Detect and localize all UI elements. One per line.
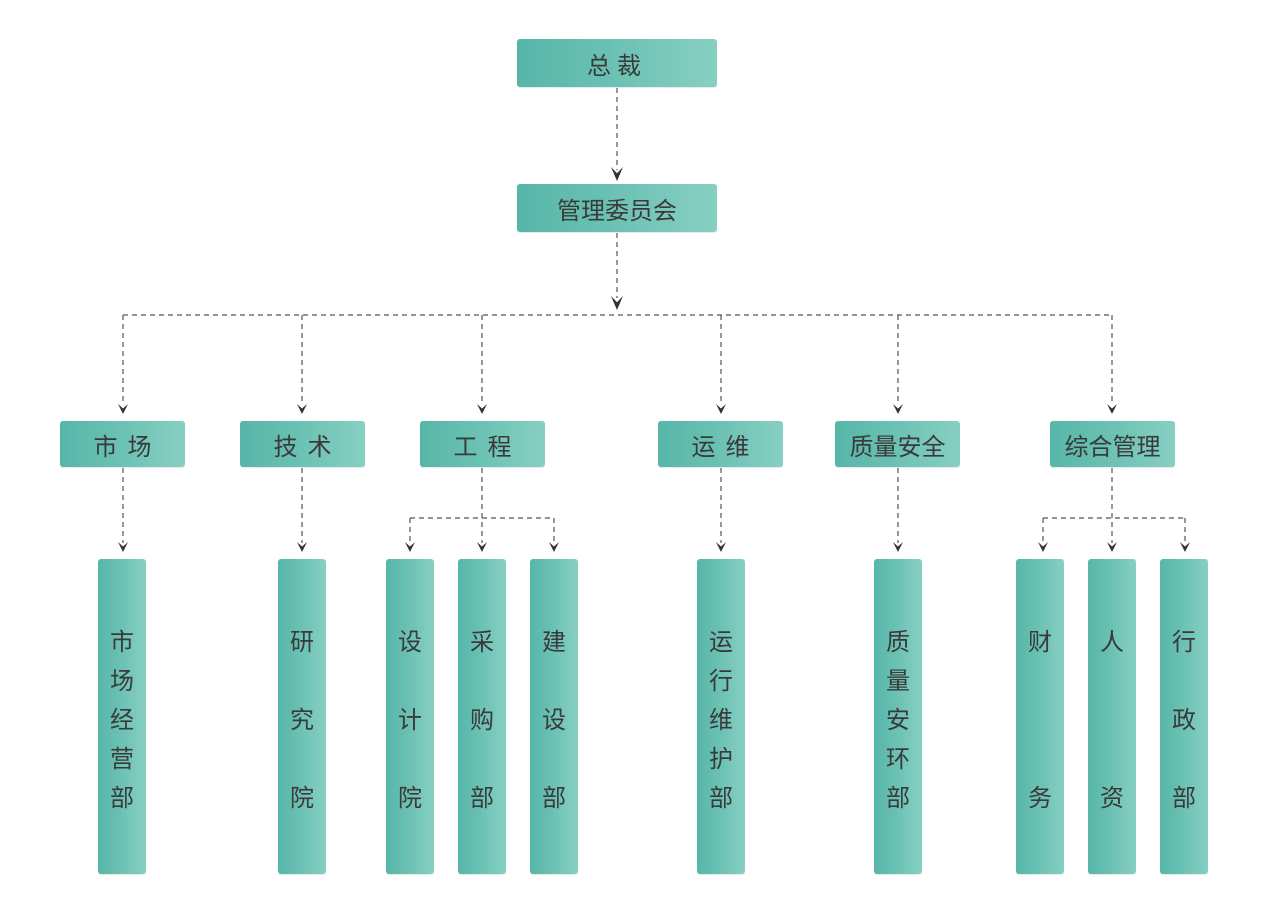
dept-label-char: 部: [110, 784, 134, 812]
dept-label-char: 质: [886, 628, 910, 656]
node-division-market[interactable]: 市场: [60, 421, 185, 467]
arrowhead-icon: [1038, 542, 1048, 552]
dept-label-char: 经: [110, 706, 134, 734]
arrowhead-icon: [477, 542, 487, 552]
dept-label-char: 部: [470, 784, 494, 812]
dept-label: 人资: [1100, 629, 1124, 811]
node-division-general-management[interactable]: 综合管理: [1050, 421, 1175, 467]
arrowhead-icon: [611, 296, 623, 310]
dept-label-char: 务: [1028, 784, 1052, 812]
dept-label-char: 人: [1100, 628, 1124, 656]
arrowhead-icon: [549, 542, 559, 552]
dept-label: 采购部: [470, 629, 494, 811]
dept-label-char: 设: [542, 706, 566, 734]
dept-label-char: 部: [886, 784, 910, 812]
division-label: 运维: [691, 432, 760, 461]
node-division-operations[interactable]: 运维: [658, 421, 783, 467]
dept-label-char: 部: [1172, 784, 1196, 812]
dept-label-char: 研: [290, 628, 314, 656]
dept-label-char: 院: [398, 784, 422, 812]
dept-label: 市场经营部: [110, 629, 134, 811]
dept-label-char: 院: [290, 784, 314, 812]
dept-label-char: 采: [470, 628, 494, 656]
dept-label-char: 部: [709, 784, 733, 812]
node-dept-construction[interactable]: 建设部: [530, 559, 578, 874]
division-label: 质量安全: [849, 432, 946, 461]
node-division-quality-safety[interactable]: 质量安全: [835, 421, 960, 467]
dept-label: 行政部: [1172, 629, 1196, 811]
arrowhead-icon: [611, 167, 623, 181]
node-dept-design-institute[interactable]: 设计院: [386, 559, 434, 874]
arrowhead-icon: [118, 542, 128, 552]
arrowhead-icon: [1180, 542, 1190, 552]
node-dept-market-operations[interactable]: 市场经营部: [98, 559, 146, 874]
dept-label-char: 设: [398, 628, 422, 656]
arrowhead-icon: [1107, 542, 1117, 552]
dept-label-char: 营: [110, 745, 134, 773]
dept-label-char: 运: [709, 628, 733, 656]
arrowhead-icon: [405, 542, 415, 552]
node-dept-research-institute[interactable]: 研究院: [278, 559, 326, 874]
dept-label-char: 部: [542, 784, 566, 812]
node-dept-human-resources[interactable]: 人资: [1088, 559, 1136, 874]
node-dept-operation-maintenance[interactable]: 运行维护部: [697, 559, 745, 874]
division-label: 市场: [93, 432, 162, 461]
node-dept-quality-safety-env[interactable]: 质量安环部: [874, 559, 922, 874]
dept-label-char: 资: [1100, 784, 1124, 812]
dept-label: 设计院: [398, 629, 422, 811]
dept-label-char: 环: [886, 745, 910, 773]
node-management-committee[interactable]: 管理委员会: [517, 184, 717, 232]
dept-label: 财务: [1028, 629, 1052, 811]
node-dept-finance[interactable]: 财务: [1016, 559, 1064, 874]
dept-label: 质量安环部: [886, 629, 910, 811]
dept-label-char: 财: [1028, 628, 1052, 656]
dept-label-char: 计: [398, 706, 422, 734]
division-label: 工程: [453, 432, 522, 461]
arrowhead-icon: [1107, 404, 1117, 414]
dept-label-char: 安: [886, 706, 910, 734]
dept-label-char: 建: [542, 628, 566, 656]
division-label: 综合管理: [1064, 432, 1161, 461]
node-dept-administration[interactable]: 行政部: [1160, 559, 1208, 874]
dept-label-char: 市: [110, 628, 134, 656]
dept-label-char: 场: [110, 667, 134, 695]
arrowhead-icon: [716, 542, 726, 552]
dept-label: 研究院: [290, 629, 314, 811]
dept-label-char: 护: [709, 745, 733, 773]
dept-label-char: 行: [1172, 628, 1196, 656]
arrowhead-icon: [297, 542, 307, 552]
node-division-technology[interactable]: 技术: [240, 421, 365, 467]
arrowhead-icon: [893, 404, 903, 414]
dept-label-char: 量: [886, 667, 910, 695]
arrowhead-icon: [297, 404, 307, 414]
arrowhead-icon: [716, 404, 726, 414]
division-label: 技术: [273, 432, 342, 461]
arrowhead-icon: [893, 542, 903, 552]
node-dept-procurement[interactable]: 采购部: [458, 559, 506, 874]
dept-label-char: 购: [470, 706, 494, 734]
node-president-label: 总裁: [587, 51, 647, 80]
dept-label: 运行维护部: [709, 629, 733, 811]
node-committee-label: 管理委员会: [557, 196, 677, 225]
dept-label: 建设部: [542, 629, 566, 811]
node-division-engineering[interactable]: 工程: [420, 421, 545, 467]
node-president[interactable]: 总裁: [517, 39, 717, 87]
dept-label-char: 维: [709, 706, 733, 734]
dept-label-char: 行: [709, 667, 733, 695]
dept-label-char: 究: [290, 706, 314, 734]
dept-label-char: 政: [1172, 706, 1196, 734]
arrowhead-icon: [477, 404, 487, 414]
arrowhead-icon: [118, 404, 128, 414]
